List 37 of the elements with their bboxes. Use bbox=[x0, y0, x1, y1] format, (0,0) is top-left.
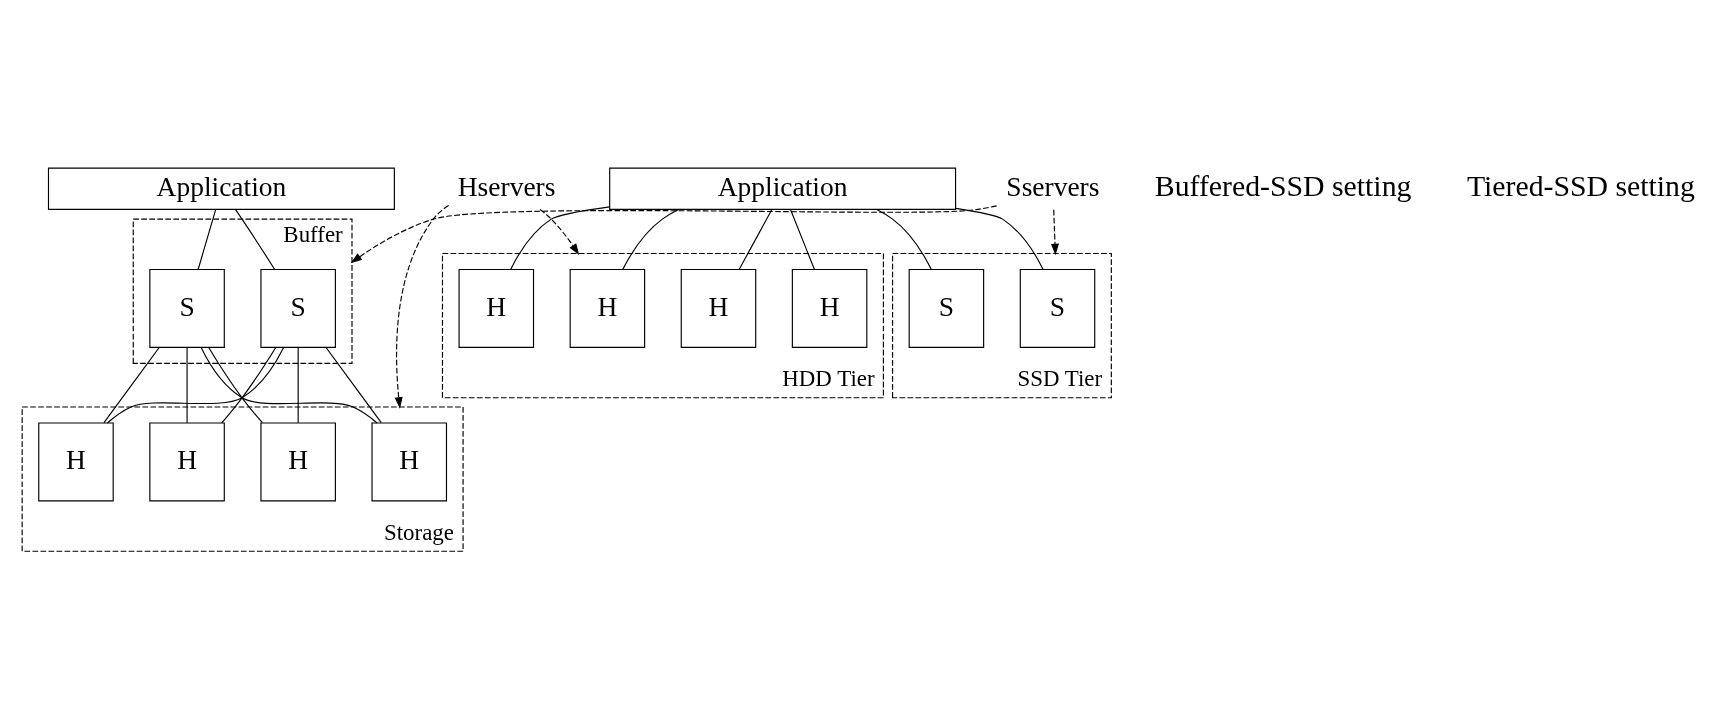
arrow bbox=[394, 205, 450, 409]
node-box: H bbox=[458, 268, 535, 348]
node-box: S bbox=[908, 268, 985, 348]
connector bbox=[186, 347, 188, 424]
label: Buffered-SSD setting bbox=[1154, 168, 1412, 202]
node-box: H bbox=[371, 422, 448, 502]
connector bbox=[208, 346, 263, 424]
connector bbox=[297, 347, 299, 424]
connector bbox=[738, 209, 773, 270]
node-text: Hservers bbox=[457, 171, 556, 202]
connector bbox=[790, 209, 815, 270]
label: Tiered-SSD setting bbox=[1466, 168, 1695, 202]
connector bbox=[103, 347, 160, 424]
node-box: H bbox=[38, 422, 114, 502]
node-box: H bbox=[791, 268, 868, 348]
node-box: H bbox=[260, 422, 336, 502]
connector bbox=[234, 209, 276, 270]
node-box: H bbox=[569, 268, 646, 348]
node-box: S bbox=[149, 268, 225, 348]
node-box: H bbox=[149, 422, 225, 502]
connector bbox=[221, 347, 277, 424]
arrow bbox=[1051, 209, 1060, 256]
connector bbox=[106, 347, 285, 424]
connector bbox=[200, 347, 378, 424]
node-box: Application bbox=[47, 167, 395, 210]
connector bbox=[197, 209, 217, 270]
connector bbox=[876, 208, 932, 270]
node-box: S bbox=[1019, 268, 1096, 348]
node-box: H bbox=[680, 268, 757, 348]
node-text: Sservers bbox=[1006, 171, 1100, 202]
arrow bbox=[350, 205, 998, 264]
node-box: S bbox=[260, 268, 336, 348]
connector bbox=[622, 208, 680, 270]
node-box: Application bbox=[609, 167, 957, 210]
arrow bbox=[539, 208, 580, 255]
connector bbox=[325, 347, 382, 424]
connector bbox=[955, 207, 1044, 271]
